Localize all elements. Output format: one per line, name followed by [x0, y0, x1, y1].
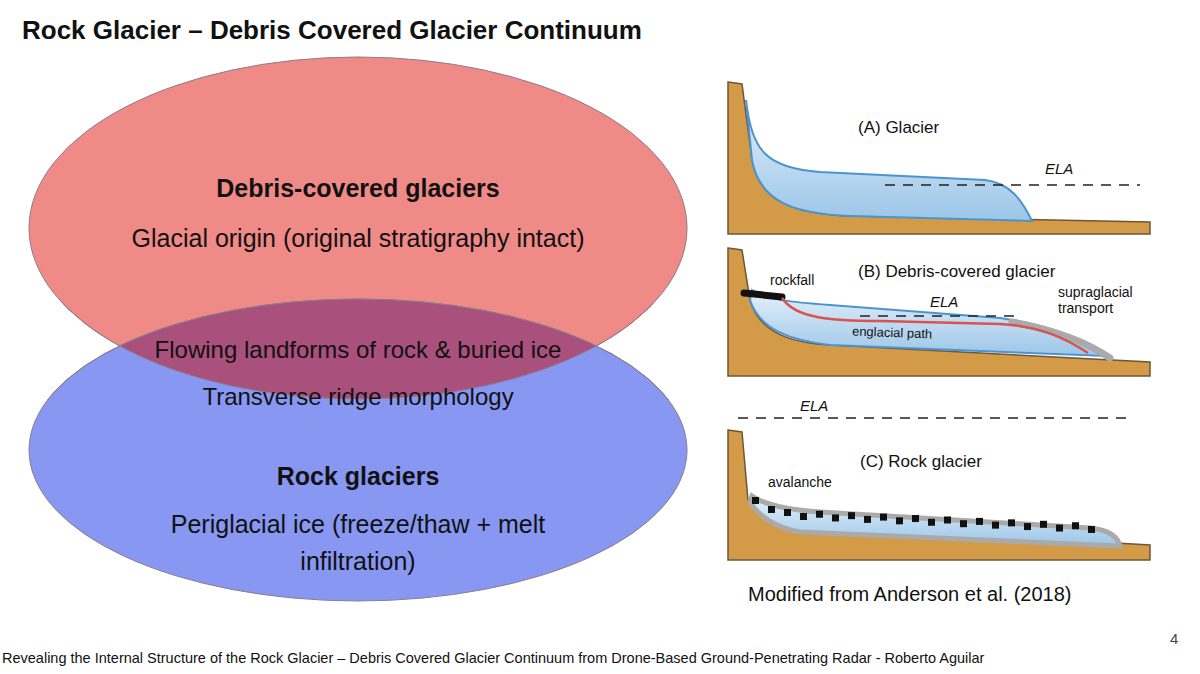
panel-title: (B) Debris-covered glacier [858, 262, 1055, 282]
process-label: rockfall [770, 272, 814, 288]
debris-block [816, 511, 823, 518]
debris-block [1024, 523, 1031, 530]
panel-glacier [728, 82, 1150, 234]
process-label: englacial path [852, 325, 933, 343]
debris-block [848, 512, 855, 519]
debris-block [1040, 521, 1047, 528]
debris-block [800, 513, 807, 520]
debris-block [880, 514, 887, 521]
slide-title: Rock Glacier – Debris Covered Glacier Co… [22, 16, 642, 46]
process-label: supraglacial transport [1058, 284, 1144, 316]
debris-block [1072, 522, 1079, 529]
debris-block [896, 517, 903, 524]
panel-debris-covered-glacier [728, 248, 1150, 376]
node-body: Periglacial ice (freeze/thaw + melt infi… [138, 506, 578, 581]
overlap-region: Flowing landforms of rock & buried iceTr… [28, 298, 688, 400]
debris-block [1056, 525, 1063, 532]
node-heading: Flowing landforms of rock & buried ice [118, 332, 598, 368]
process-label: avalanche [768, 474, 832, 490]
debris-block [784, 509, 791, 516]
footer-text: Revealing the Internal Structure of the … [2, 650, 984, 667]
panel-title: (A) Glacier [858, 118, 939, 138]
debris-block [832, 514, 839, 521]
node-heading: Rock glaciers [138, 458, 578, 496]
debris-block [1088, 526, 1095, 533]
debris-block [928, 519, 935, 526]
debris-block [752, 497, 759, 504]
debris-block [912, 515, 919, 522]
panel-title: (C) Rock glacier [860, 452, 982, 472]
ela-label: ELA [800, 397, 828, 414]
debris-block [976, 518, 983, 525]
debris-block [992, 522, 999, 529]
ela-label: ELA [1045, 160, 1073, 177]
node-heading: Debris-covered glaciers [48, 170, 668, 208]
node-body: Transverse ridge morphology [118, 379, 598, 415]
debris-block [864, 516, 871, 523]
panel-rock-glacier [728, 430, 1150, 560]
figure-caption: Modified from Anderson et al. (2018) [748, 583, 1072, 606]
debris-block [960, 520, 967, 527]
ela-label: ELA [930, 293, 958, 310]
ela-line [738, 417, 1130, 419]
debris-block [1008, 519, 1015, 526]
debris-block [944, 516, 951, 523]
node-body: Glacial origin (original stratigraphy in… [48, 220, 668, 258]
debris-block [768, 506, 775, 513]
page-number: 4 [1170, 630, 1178, 647]
